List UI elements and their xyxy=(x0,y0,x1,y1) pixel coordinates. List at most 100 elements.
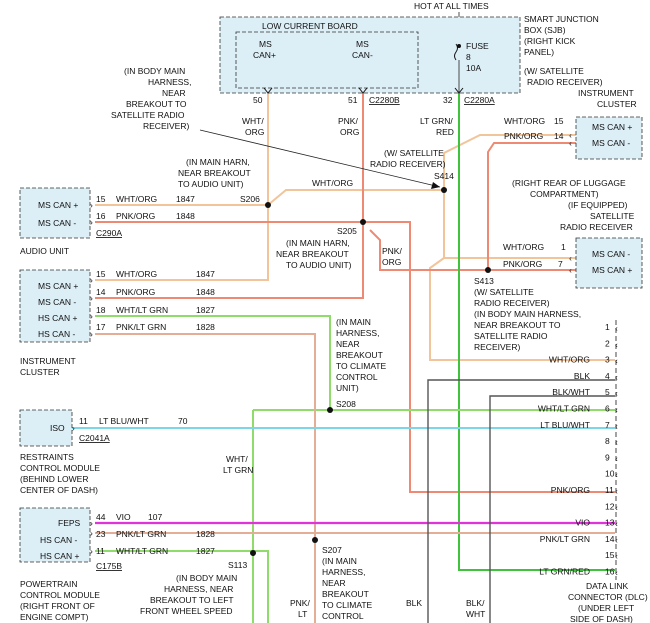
note-climate-5: TO CLIMATE xyxy=(336,361,387,371)
note-body-sat-4: BREAKOUT TO xyxy=(126,99,187,109)
sat-row-0-color: WHT/ORG xyxy=(503,242,544,252)
note-audio2-3: TO AUDIO UNIT) xyxy=(286,260,352,270)
audio-row-0-circuit: 1847 xyxy=(176,194,195,204)
pcm-row-0-circuit: 107 xyxy=(148,512,162,522)
sjb-ms-can-minus-2: CAN- xyxy=(352,50,373,60)
dlc-pin-7-chevron-icon: ‹ xyxy=(615,421,618,431)
note-s113-3: BREAKOUT TO LEFT xyxy=(150,595,234,605)
sjb-ms-can-plus-2: CAN+ xyxy=(253,50,276,60)
label-sjb51-org: ORG xyxy=(340,127,359,137)
ic-row-3-pin: 17 xyxy=(96,322,106,332)
sjb-pin-50: 50 xyxy=(253,95,263,105)
low-current-board-box xyxy=(235,31,419,89)
label-ltgrn: LT GRN/ xyxy=(420,116,453,126)
dlc-pin-12: 12 xyxy=(605,501,615,511)
pcm-name-4: ENGINE COMPT) xyxy=(20,612,89,622)
splice-s113-label: S113 xyxy=(228,560,247,570)
ic-row-0-color: WHT/ORG xyxy=(116,269,157,279)
note-s413-1: (W/ SATELLITE xyxy=(474,287,534,297)
note-rear-2: COMPARTMENT) xyxy=(530,189,599,199)
note-rear-1: (RIGHT REAR OF LUGGAGE xyxy=(512,178,626,188)
audio-unit-name: AUDIO UNIT xyxy=(20,246,69,256)
label-red: RED xyxy=(436,127,454,137)
rcm-name-4: CENTER OF DASH) xyxy=(20,485,98,495)
note-w-sat-ic-2: RADIO RECEIVER) xyxy=(527,77,603,87)
label-s205-org: ORG xyxy=(382,257,401,267)
note-body-sat-1: (IN BODY MAIN xyxy=(124,66,185,76)
ic-right-row-0-label: MS CAN + xyxy=(592,122,632,132)
dlc-pin-2-chevron-icon: ‹ xyxy=(615,339,618,349)
audio-unit-box xyxy=(19,187,91,239)
note-climate-2: HARNESS, xyxy=(336,328,379,338)
note-leader-line xyxy=(199,129,441,188)
sjb-ms-can-plus-1: MS xyxy=(259,39,272,49)
note-s207-5: TO CLIMATE xyxy=(322,600,373,610)
splice-s205-dot xyxy=(360,219,366,225)
low-current-board-title: LOW CURRENT BOARD xyxy=(262,21,358,31)
audio-row-0-color: WHT/ORG xyxy=(116,194,157,204)
sat-pin-1-chevron-icon: ‹ xyxy=(569,265,572,275)
dlc-pin-10: 10 xyxy=(605,469,615,479)
ic-right-row-1-label: MS CAN - xyxy=(592,138,630,148)
ic-pin-3-chevron-icon: › xyxy=(90,329,93,339)
wire-blk-wht xyxy=(489,395,615,623)
sjb-box xyxy=(219,16,521,94)
ic-right-row-1-pin: 14 xyxy=(554,131,564,141)
pin-51-chevron-icon xyxy=(358,87,368,94)
fuse-rating: 10A xyxy=(466,63,481,73)
pcm-row-2-pin: 11 xyxy=(96,546,105,556)
pcm-name-3: (RIGHT FRONT OF xyxy=(20,601,95,611)
sat-row-0-label: MS CAN - xyxy=(592,249,630,259)
wire-s205-dlc-11 xyxy=(363,221,615,493)
dlc-pin-10-chevron-icon: ‹ xyxy=(615,470,618,480)
sat-row-1-pin: 7 xyxy=(558,259,563,269)
ic-row-1-label: MS CAN - xyxy=(38,297,76,307)
pcm-row-0-color: VIO xyxy=(116,512,131,522)
wire-blk xyxy=(427,379,615,623)
ic-right-box xyxy=(575,116,643,160)
sat-radio-box xyxy=(575,237,643,289)
ic-row-1-color: PNK/ORG xyxy=(116,287,155,297)
note-s113-2: HARNESS, NEAR xyxy=(164,584,233,594)
dlc-pin-1: 1 xyxy=(605,322,610,332)
rcm-circuit: 70 xyxy=(178,416,188,426)
hot-at-all-times-label: HOT AT ALL TIMES xyxy=(414,1,489,11)
dlc-pin-6-color: WHT/LT GRN xyxy=(538,404,590,414)
sjb-desc-4: PANEL) xyxy=(524,47,554,57)
label-s205-pnk: PNK/ xyxy=(382,246,402,256)
note-body-sat-3: NEAR xyxy=(162,88,186,98)
pcm-row-1-circuit: 1828 xyxy=(196,529,215,539)
note-w-sat-ic-4: CLUSTER xyxy=(597,99,637,109)
note-w-sat-2: RADIO RECEIVER) xyxy=(370,159,446,169)
ic-pin-1-chevron-icon: › xyxy=(90,293,93,303)
sjb-desc-2: BOX (SJB) xyxy=(524,25,566,35)
audio-row-0-pin: 15 xyxy=(96,194,106,204)
note-s413-5: SATELLITE RADIO xyxy=(474,331,548,341)
pcm-pin-2-chevron-icon: › xyxy=(90,546,93,556)
ic-right-row-1-color: PNK/ORG xyxy=(504,131,543,141)
dlc-pin-7: 7 xyxy=(605,420,610,430)
note-s113-4: FRONT WHEEL SPEED xyxy=(140,606,233,616)
pcm-row-0-label: FEPS xyxy=(58,518,81,528)
dlc-pin-14: 14 xyxy=(605,534,615,544)
dlc-pin-6-chevron-icon: ‹ xyxy=(615,405,618,415)
pcm-row-1-color: PNK/LT GRN xyxy=(116,529,166,539)
dlc-name-2: CONNECTOR (DLC) xyxy=(568,592,648,602)
ic-name-1: INSTRUMENT xyxy=(20,356,76,366)
note-climate-6: CONTROL xyxy=(336,372,378,382)
splice-s207-dot xyxy=(312,537,318,543)
note-body-sat-6: RECEIVER) xyxy=(143,121,189,131)
splice-s113-dot xyxy=(250,550,256,556)
note-s207-2: HARNESS, xyxy=(322,567,365,577)
dlc-pin-3-color: WHT/ORG xyxy=(549,355,590,365)
fuse-number: 8 xyxy=(466,52,471,62)
rcm-color: LT BLU/WHT xyxy=(99,416,149,426)
note-w-sat-1: (W/ SATELLITE xyxy=(384,148,444,158)
note-climate-4: BREAKOUT xyxy=(336,350,383,360)
note-s413-4: NEAR BREAKOUT TO xyxy=(474,320,561,330)
ic-right-row-0-color: WHT/ORG xyxy=(504,116,545,126)
pcm-row-2-color: WHT/LT GRN xyxy=(116,546,168,556)
note-s207-1: (IN MAIN xyxy=(322,556,357,566)
pcm-box xyxy=(19,507,91,563)
ic-row-2-color: WHT/LT GRN xyxy=(116,305,168,315)
